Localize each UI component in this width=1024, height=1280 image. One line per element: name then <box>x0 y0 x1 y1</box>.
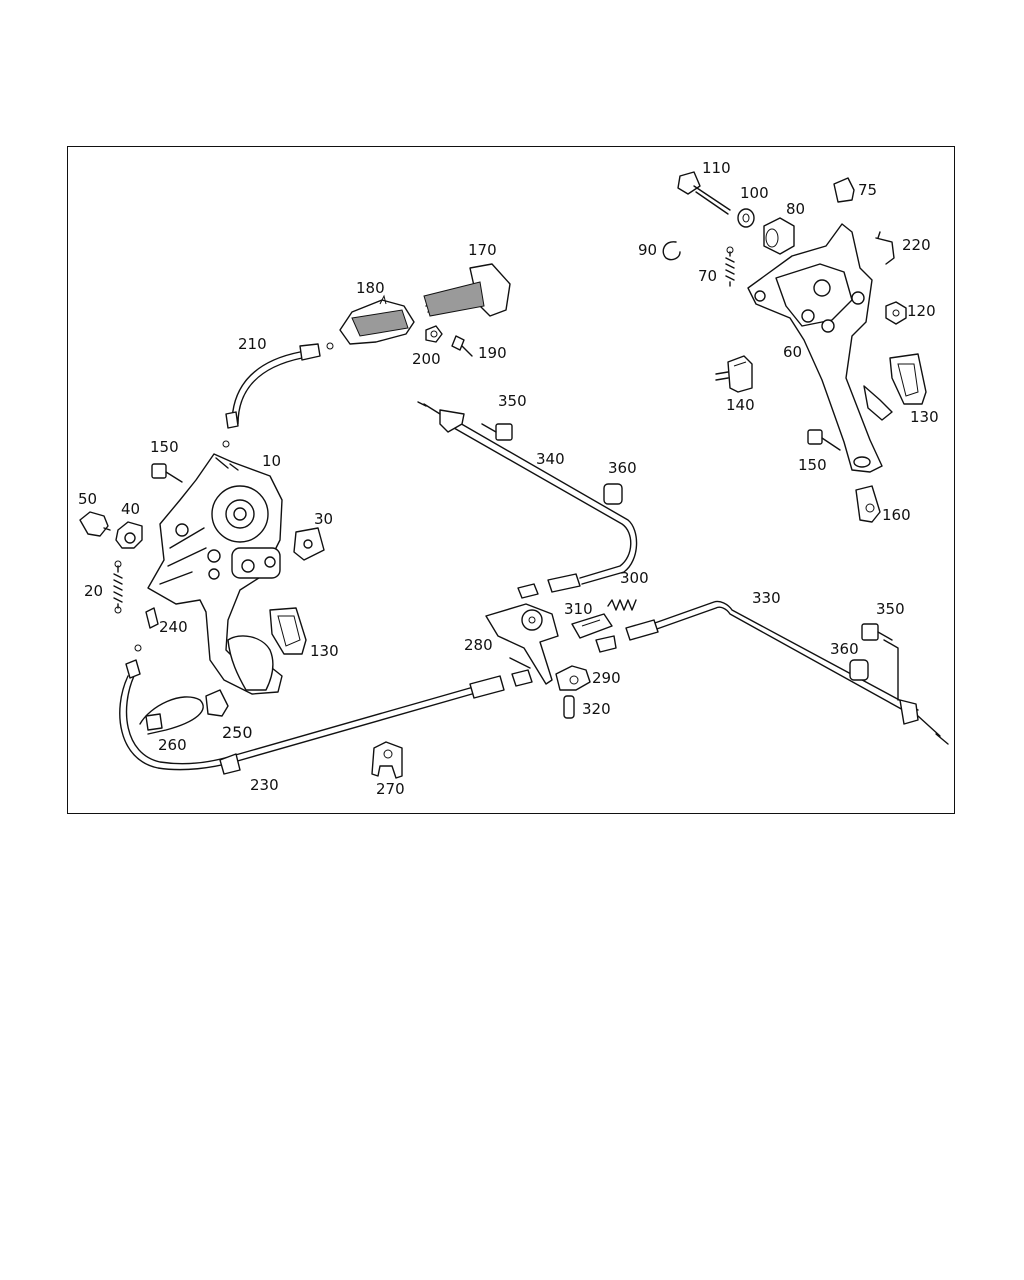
callout-260: 260 <box>158 736 187 754</box>
bolt-part <box>481 423 513 441</box>
bolt-part <box>807 429 841 451</box>
callout-120: 120 <box>907 302 936 320</box>
callout-130-right: 130 <box>910 408 939 426</box>
bolt-part <box>151 463 183 483</box>
handle-housing-part <box>339 294 415 345</box>
screw-part <box>451 335 473 357</box>
switch-part <box>715 355 753 393</box>
pedal-pad-part <box>269 607 307 655</box>
callout-180: 180 <box>356 279 385 297</box>
callout-60: 60 <box>783 343 802 361</box>
callout-130-left: 130 <box>310 642 339 660</box>
callout-310: 310 <box>564 600 593 618</box>
diagram-frame <box>67 146 955 814</box>
callout-150-right: 150 <box>798 456 827 474</box>
cable-330-part <box>595 600 949 745</box>
callout-30: 30 <box>314 510 333 528</box>
grommet-part <box>603 483 623 505</box>
spring-part <box>113 560 123 614</box>
circlip-part <box>662 241 681 261</box>
callout-labels: 10 20 30 40 50 60 70 75 80 90 100 110 12… <box>78 159 939 798</box>
callout-150-left: 150 <box>150 438 179 456</box>
callout-270: 270 <box>376 780 405 798</box>
pad-part <box>293 527 325 561</box>
callout-250: 250 <box>222 723 253 742</box>
callout-350-top: 350 <box>498 392 527 410</box>
pedal-bracket-part <box>747 223 893 473</box>
spring-part <box>725 246 735 287</box>
callout-360-right: 360 <box>830 640 859 658</box>
intermediate-lever-part <box>485 603 559 685</box>
release-cable-part <box>222 342 334 448</box>
adjuster-part <box>555 665 591 691</box>
callout-75: 75 <box>858 181 877 199</box>
callout-70: 70 <box>698 267 717 285</box>
strap-part <box>139 696 204 735</box>
holder-part <box>371 741 403 779</box>
nut-part <box>885 301 907 325</box>
callout-40: 40 <box>121 500 140 518</box>
callout-330: 330 <box>752 589 781 607</box>
clip-part <box>855 485 881 523</box>
callout-140: 140 <box>726 396 755 414</box>
clip-part <box>875 231 895 265</box>
callout-220: 220 <box>902 236 931 254</box>
callout-80: 80 <box>786 200 805 218</box>
cable-230-part <box>119 644 533 775</box>
bolt-part <box>861 623 893 641</box>
cable-340-part <box>417 401 638 599</box>
cable-guide-part <box>571 613 613 639</box>
pin-part <box>563 695 575 719</box>
callout-160: 160 <box>882 506 911 524</box>
clip-part <box>205 689 229 717</box>
pedal-pad-part <box>889 353 927 405</box>
callout-280: 280 <box>464 636 493 654</box>
bolt-part <box>677 171 731 215</box>
callout-360-top: 360 <box>608 459 637 477</box>
release-handle-part <box>423 263 511 317</box>
callout-20: 20 <box>84 582 103 600</box>
callout-90: 90 <box>638 241 657 259</box>
bushing-part <box>763 217 795 255</box>
callout-300: 300 <box>620 569 649 587</box>
callout-240: 240 <box>159 618 188 636</box>
callout-290: 290 <box>592 669 621 687</box>
callout-200: 200 <box>412 350 441 368</box>
callout-110: 110 <box>702 159 731 177</box>
callout-320: 320 <box>582 700 611 718</box>
return-spring-part <box>607 599 637 611</box>
cap-part <box>833 177 855 203</box>
grommet-part <box>849 659 869 681</box>
bushing-part <box>145 607 159 629</box>
callout-10: 10 <box>262 452 281 470</box>
callout-100: 100 <box>740 184 769 202</box>
washer-part <box>737 208 755 228</box>
callout-190: 190 <box>478 344 507 362</box>
callout-210: 210 <box>238 335 267 353</box>
callout-230: 230 <box>250 776 279 794</box>
callout-170: 170 <box>468 241 497 259</box>
nut-part <box>425 325 443 343</box>
clip-part <box>79 511 111 537</box>
pedal-assembly-part <box>147 453 283 695</box>
callout-350-right: 350 <box>876 600 905 618</box>
bracket-part <box>115 521 143 549</box>
callout-50: 50 <box>78 490 97 508</box>
callout-340: 340 <box>536 450 565 468</box>
